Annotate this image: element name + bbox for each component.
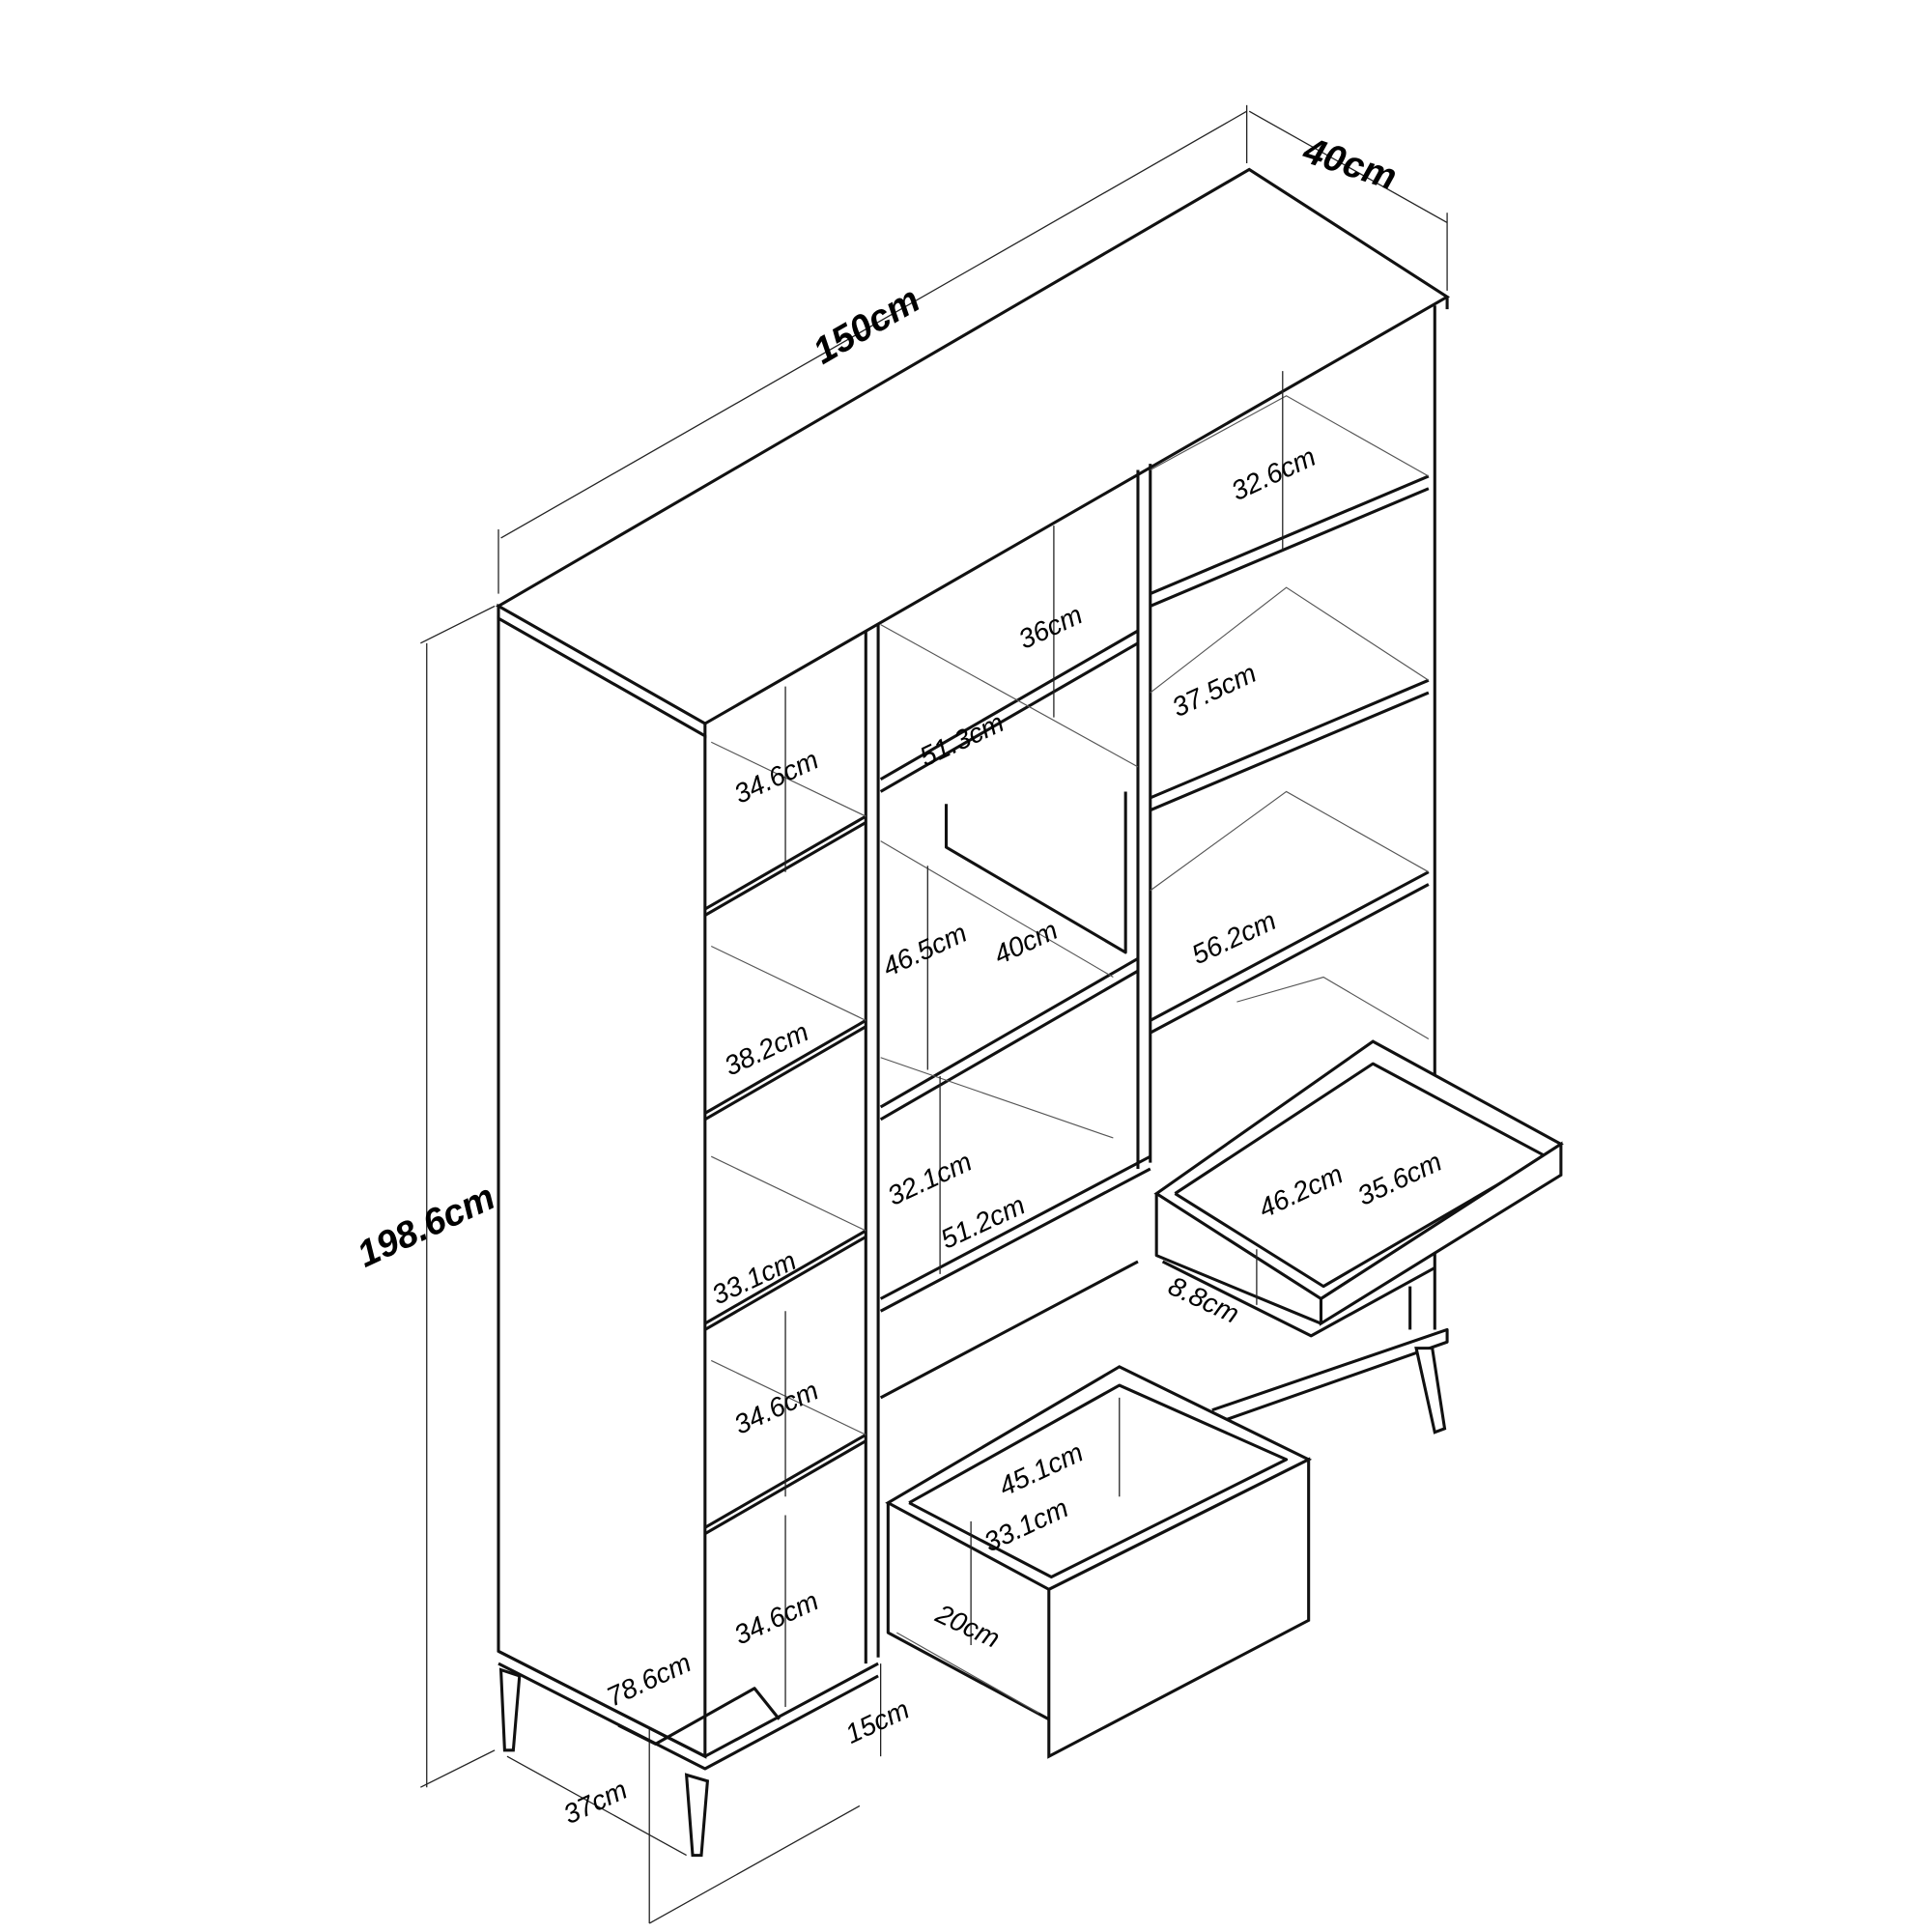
- base-depth-label: 37cm: [558, 1775, 632, 1830]
- right-shelves: [1150, 395, 1430, 1040]
- middle-mid-height-label: 46.5cm: [878, 918, 972, 982]
- left-side-panel: [497, 615, 707, 1759]
- middle-shelves: [879, 624, 1151, 1400]
- middle-mid-depth-label: 40cm: [989, 915, 1063, 970]
- overall-width-label: 150cm: [806, 278, 926, 372]
- overall-depth-label: 40cm: [1297, 129, 1402, 199]
- right-top-height-label: 32.6cm: [1227, 441, 1321, 506]
- middle-top-width-label: 51.3cm: [915, 707, 1009, 772]
- legs: [497, 1327, 1449, 1858]
- vertical-dividers: [864, 464, 1152, 1664]
- inner-dimension-lines: [784, 371, 1284, 1707]
- middle-low-height-label: 32.1cm: [883, 1147, 977, 1211]
- left-shelf-height-3-label: 34.6cm: [729, 1585, 823, 1650]
- right-shelf-width-label: 56.2cm: [1187, 905, 1281, 970]
- left-shelf-depth-1-label: 38.2cm: [720, 1016, 813, 1081]
- left-shelf-height-1-label: 34.6cm: [729, 745, 823, 810]
- right-drawer: [1153, 1039, 1564, 1338]
- drawer-height-label: 8.8cm: [1164, 1270, 1244, 1329]
- middle-top-height-label: 36cm: [1014, 599, 1088, 654]
- leg-height-label: 15cm: [840, 1694, 914, 1749]
- bottom-drawer-height-label: 20cm: [930, 1598, 1004, 1654]
- bottom-drawer: [885, 1365, 1313, 1759]
- right-shelf-depth-label: 37.5cm: [1167, 658, 1261, 723]
- left-shelf-height-2-label: 34.6cm: [729, 1376, 823, 1440]
